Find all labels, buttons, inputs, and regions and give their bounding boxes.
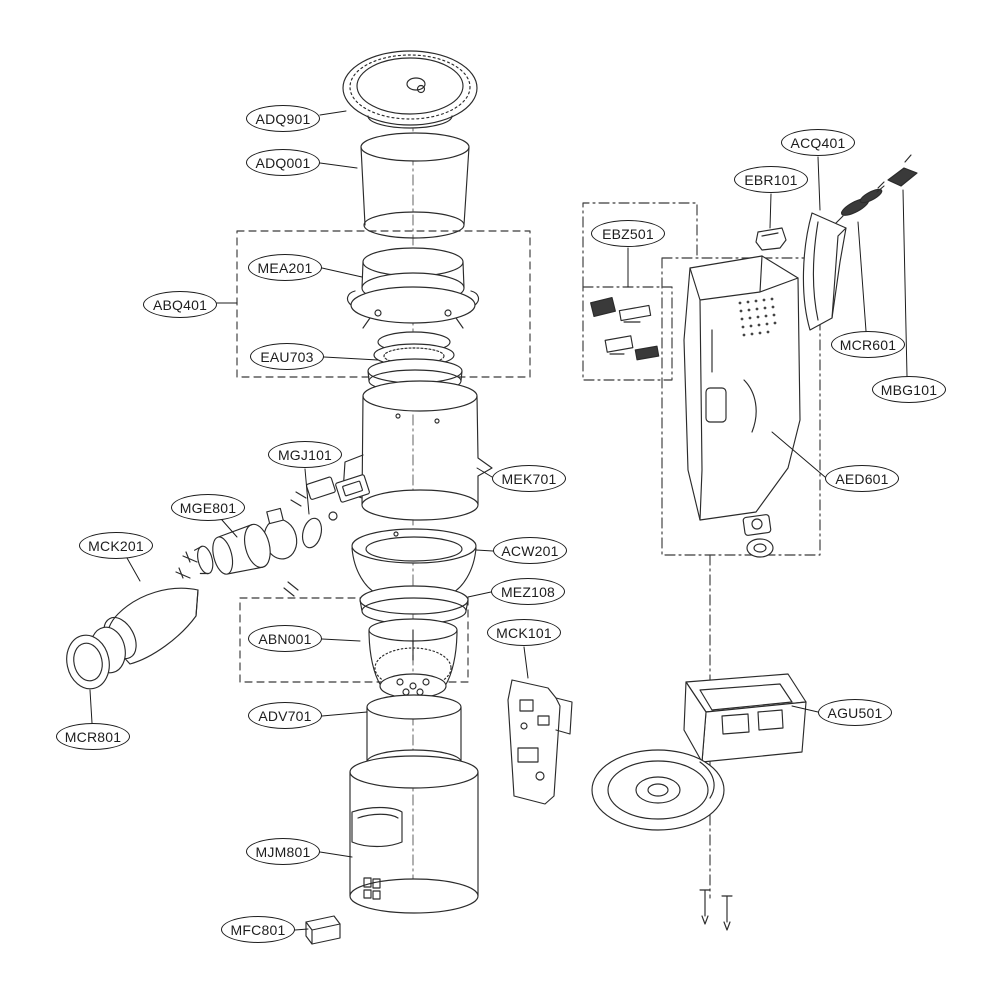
part-drawing-acw201	[351, 528, 477, 594]
group-boxes	[236, 202, 821, 899]
part-drawing-mck101	[507, 679, 573, 805]
part-drawing-mge801	[175, 507, 299, 597]
part-label-mge801: MGE801	[171, 494, 245, 521]
part-drawing-mbg101	[876, 154, 918, 193]
part-drawing-mcr601	[835, 181, 885, 224]
part-label-mjm801: MJM801	[246, 838, 320, 865]
part-drawing-adq901	[342, 50, 478, 129]
part-drawing-acq401	[802, 212, 847, 331]
part-drawing-mfc801	[305, 915, 341, 945]
part-label-ebr101: EBR101	[734, 166, 808, 193]
part-drawing-mek701	[342, 380, 493, 521]
part-drawing-aed601	[683, 255, 801, 558]
part-label-mcr601: MCR601	[831, 331, 905, 358]
part-label-mez108: MEZ108	[491, 578, 565, 605]
part-label-mcr801: MCR801	[56, 723, 130, 750]
part-label-eau703: EAU703	[250, 343, 324, 370]
part-label-adq001: ADQ001	[246, 149, 320, 176]
part-label-mfc801: MFC801	[221, 916, 295, 943]
part-drawing-eau703	[367, 331, 463, 393]
part-label-mek701: MEK701	[492, 465, 566, 492]
part-label-mck101: MCK101	[487, 619, 561, 646]
part-label-abn001: ABN001	[248, 625, 322, 652]
part-drawing-ebz501	[590, 296, 660, 361]
part-label-adv701: ADV701	[248, 702, 322, 729]
part-drawing-mea201	[346, 247, 480, 329]
part-drawing-mjm801	[349, 755, 479, 914]
part-label-ebz501: EBZ501	[591, 220, 665, 247]
part-label-abq401: ABQ401	[143, 291, 217, 318]
part-label-mgj101: MGJ101	[268, 441, 342, 468]
part-label-mea201: MEA201	[248, 254, 322, 281]
part-drawing-mgj101	[290, 474, 370, 549]
part-label-acq401: ACQ401	[781, 129, 855, 156]
part-label-mbg101: MBG101	[872, 376, 946, 403]
part-label-agu501: AGU501	[818, 699, 892, 726]
part-drawing-abn001	[368, 618, 458, 699]
part-drawing-adq001	[360, 132, 470, 239]
part-drawing-mcr801	[66, 626, 126, 690]
part-label-acw201: ACW201	[493, 537, 567, 564]
part-label-aed601: AED601	[825, 465, 899, 492]
part-drawing-agu501	[591, 673, 807, 931]
part-label-adq901: ADQ901	[246, 105, 320, 132]
part-drawing-mez108	[359, 585, 469, 625]
part-label-mck201: MCK201	[79, 532, 153, 559]
leader-lines	[89, 110, 908, 931]
part-drawing-ebr101	[755, 227, 787, 251]
